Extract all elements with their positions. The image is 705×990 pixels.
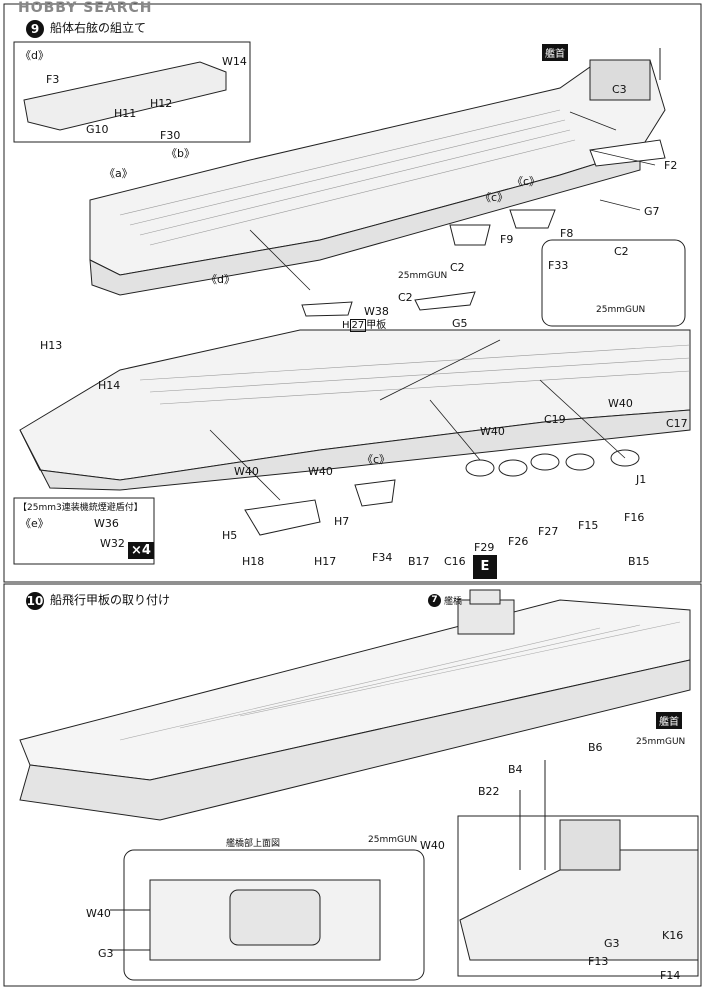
part-F9: F9 <box>500 233 514 246</box>
lower-hull <box>19 329 691 491</box>
part-F30: F30 <box>160 129 181 142</box>
step10-title: 船飛行甲板の取り付け <box>50 593 171 607</box>
part-W14: W14 <box>222 55 247 68</box>
part-H13: H13 <box>40 339 63 352</box>
aa-box-title: 【25mm3連装機銃煙避盾付】 <box>18 503 143 513</box>
part-G10: G10 <box>86 123 109 136</box>
ref-c-top: 《c》 <box>480 191 509 204</box>
aa-box-frame <box>13 497 155 565</box>
deck-ref-number: 27 <box>349 319 367 332</box>
gun-label-step10: 25mmGUN <box>636 737 686 747</box>
part-W38: W38 <box>364 305 389 318</box>
part-H5: H5 <box>222 529 238 542</box>
part-W40-e: W40 <box>420 839 445 852</box>
step9-number: 9 <box>26 20 44 38</box>
part-C2-a: C2 <box>450 261 465 274</box>
part-W40-f: W40 <box>86 907 111 920</box>
bridge-ref-label: 艦橋 <box>444 597 463 607</box>
flight-deck <box>19 599 691 821</box>
part-F3: F3 <box>46 73 60 86</box>
part-G7: G7 <box>644 205 660 218</box>
step10-number: 10 <box>26 592 44 610</box>
gun-label-a: 25mmGUN <box>398 271 448 281</box>
part-C3: C3 <box>612 83 627 96</box>
lower-hull-deck-lines <box>139 344 691 405</box>
step9-leaders <box>209 111 656 501</box>
upper-hull-deck-lines <box>119 109 576 246</box>
step9-frame <box>3 3 702 583</box>
part-B17: B17 <box>408 555 430 568</box>
bridge-top-view <box>110 879 381 961</box>
bridge-view-frame <box>123 849 425 981</box>
c2-inset-frame <box>541 239 686 327</box>
watermark: HOBBY SEARCH <box>18 0 153 16</box>
aa-part-W32: W32 <box>100 537 125 550</box>
part-C2-b: C2 <box>398 291 413 304</box>
part-B22: B22 <box>478 785 500 798</box>
part-H18: H18 <box>242 555 265 568</box>
part-C17: C17 <box>666 417 688 430</box>
bow-tag: 艦首 <box>542 44 568 61</box>
step9-title: 船体右舷の組立て <box>50 21 147 35</box>
part-F14: F14 <box>660 969 681 982</box>
part-G5: G5 <box>452 317 468 330</box>
section-badge: E <box>473 555 497 579</box>
ref-b: 《b》 <box>166 147 195 160</box>
part-F8: F8 <box>560 227 574 240</box>
ref-c-low: 《c》 <box>362 453 391 466</box>
aa-multiplier: ×4 <box>128 542 154 559</box>
aa-part-W36: W36 <box>94 517 119 530</box>
deck-ref-suffix: 甲板 <box>366 320 387 331</box>
part-H11: H11 <box>114 107 137 120</box>
part-J1: J1 <box>636 473 647 486</box>
inset-ref-d: 《d》 <box>20 49 49 62</box>
part-F34: F34 <box>372 551 393 564</box>
part-G3-b: G3 <box>98 947 114 960</box>
ref-a: 《a》 <box>104 167 133 180</box>
part-B6: B6 <box>588 741 603 754</box>
part-W40-c: W40 <box>234 465 259 478</box>
part-F2: F2 <box>664 159 678 172</box>
part-W40-a: W40 <box>608 397 633 410</box>
aa-ref-e: 《e》 <box>20 517 49 530</box>
bridge-detail <box>459 760 699 961</box>
ref-d-mid: 《d》 <box>206 273 235 286</box>
gun-label-inset: 25mmGUN <box>596 305 646 315</box>
part-F29: F29 <box>474 541 495 554</box>
part-F33: F33 <box>548 259 569 272</box>
part-B15: B15 <box>628 555 650 568</box>
bridge-ref-step: 7 <box>428 594 441 607</box>
part-C19: C19 <box>544 413 566 426</box>
inset-hull-part <box>23 61 227 131</box>
part-W40-b: W40 <box>480 425 505 438</box>
part-B4: B4 <box>508 763 523 776</box>
part-F13: F13 <box>588 955 609 968</box>
deck-ref-prefix: H <box>342 320 350 331</box>
part-C16: C16 <box>444 555 466 568</box>
part-H17: H17 <box>314 555 337 568</box>
part-F27: F27 <box>538 525 559 538</box>
part-H7: H7 <box>334 515 350 528</box>
inset-d-frame <box>13 41 251 143</box>
bow-tag-step10: 艦首 <box>656 712 682 729</box>
step9-small-parts <box>244 139 666 536</box>
inset-part-C2: C2 <box>614 245 629 258</box>
part-K16: K16 <box>662 929 684 942</box>
ref-c-top2: 《c》 <box>512 175 541 188</box>
bridge-view-title: 艦橋部上面図 <box>226 839 281 849</box>
part-H12: H12 <box>150 97 173 110</box>
upper-hull <box>89 48 666 296</box>
part-F16: F16 <box>624 511 645 524</box>
part-G3-a: G3 <box>604 937 620 950</box>
step10-frame <box>3 583 702 987</box>
bridge-view-gun: 25mmGUN <box>368 835 418 845</box>
part-H14: H14 <box>98 379 121 392</box>
part-F15: F15 <box>578 519 599 532</box>
part-W40-d: W40 <box>308 465 333 478</box>
part-F26: F26 <box>508 535 529 548</box>
bridge-island <box>457 589 515 635</box>
flight-deck-lines <box>119 621 681 741</box>
